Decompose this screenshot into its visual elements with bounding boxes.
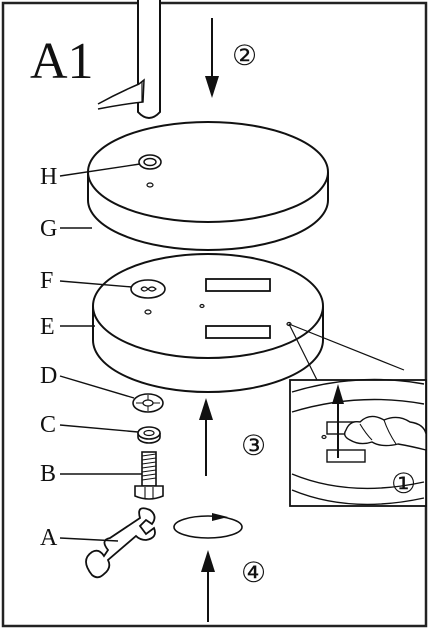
- base-plate-e: [92, 253, 324, 393]
- step-number-4: ④: [241, 558, 266, 589]
- bolt-b: [134, 451, 164, 500]
- label-f: F: [40, 268, 53, 294]
- step-number-1: ①: [391, 469, 416, 500]
- lock-washer-c: [137, 426, 161, 444]
- label-e: E: [40, 314, 55, 340]
- cable: [97, 78, 145, 110]
- label-h: H: [40, 164, 57, 190]
- top-plate-g: [87, 121, 329, 251]
- label-b: B: [40, 461, 56, 487]
- label-d: D: [40, 363, 57, 389]
- arrow-up-4: [201, 550, 215, 622]
- label-a: A: [40, 525, 58, 551]
- washer-d: [132, 393, 164, 413]
- label-g: G: [40, 216, 57, 242]
- label-c: C: [40, 412, 56, 438]
- step-number-2: ②: [232, 41, 257, 72]
- step-number-3: ③: [241, 431, 266, 462]
- wrench-a: [85, 507, 156, 579]
- pole: [97, 0, 161, 119]
- arrow-down-2: [205, 18, 219, 98]
- hand-icon: [343, 415, 427, 451]
- arrow-up-3: [199, 398, 213, 476]
- detail-inset: ①: [289, 378, 427, 507]
- step-title: A1: [30, 33, 94, 90]
- rotation-icon: [173, 513, 243, 539]
